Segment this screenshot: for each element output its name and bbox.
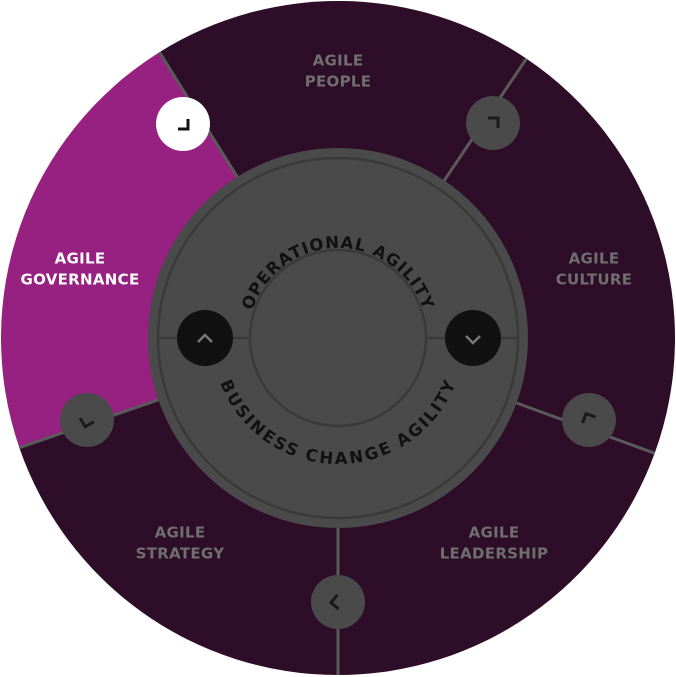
segment-governance-label-line2: GOVERNANCE <box>20 271 139 289</box>
expand-arrow-icon <box>581 411 596 424</box>
segment-culture-label-line1: AGILE <box>569 250 620 268</box>
segment-people-expand-button[interactable] <box>466 96 520 150</box>
expand-arrow-icon <box>328 593 340 611</box>
segment-governance-label-line1: AGILE <box>55 250 106 268</box>
buttons-layer <box>60 96 616 629</box>
segment-leadership-label-line1: AGILE <box>469 524 520 542</box>
labels-layer: AGILE PEOPLE AGILE CULTURE AGILE LEADERSHIP AG… <box>20 52 632 563</box>
center-disc <box>148 148 528 528</box>
segment-strategy-expand-button[interactable] <box>60 393 114 447</box>
chevron-down-icon <box>465 335 481 345</box>
segment-people-label-line1: AGILE <box>313 52 364 70</box>
expand-arrow-icon <box>488 116 500 128</box>
next-button[interactable] <box>445 310 501 366</box>
center-hub: OPERATIONAL AGILITY BUSINESS CHANGE AGIL… <box>148 148 528 528</box>
prev-button[interactable] <box>177 310 233 366</box>
segment-strategy-label-line1: AGILE <box>155 524 206 542</box>
chevron-up-icon <box>197 333 213 343</box>
segment-leadership-expand-button[interactable] <box>311 575 365 629</box>
expand-arrow-icon <box>178 119 190 131</box>
segment-culture-expand-button[interactable] <box>562 393 616 447</box>
segment-culture-label-line2: CULTURE <box>556 271 633 289</box>
segment-people-label-line2: PEOPLE <box>305 73 372 91</box>
segment-governance-expand-button[interactable] <box>156 97 210 151</box>
segment-leadership-label-line2: LEADERSHIP <box>440 545 549 563</box>
expand-arrow-icon <box>78 417 95 429</box>
segment-strategy-label-line2: STRATEGY <box>136 545 226 563</box>
